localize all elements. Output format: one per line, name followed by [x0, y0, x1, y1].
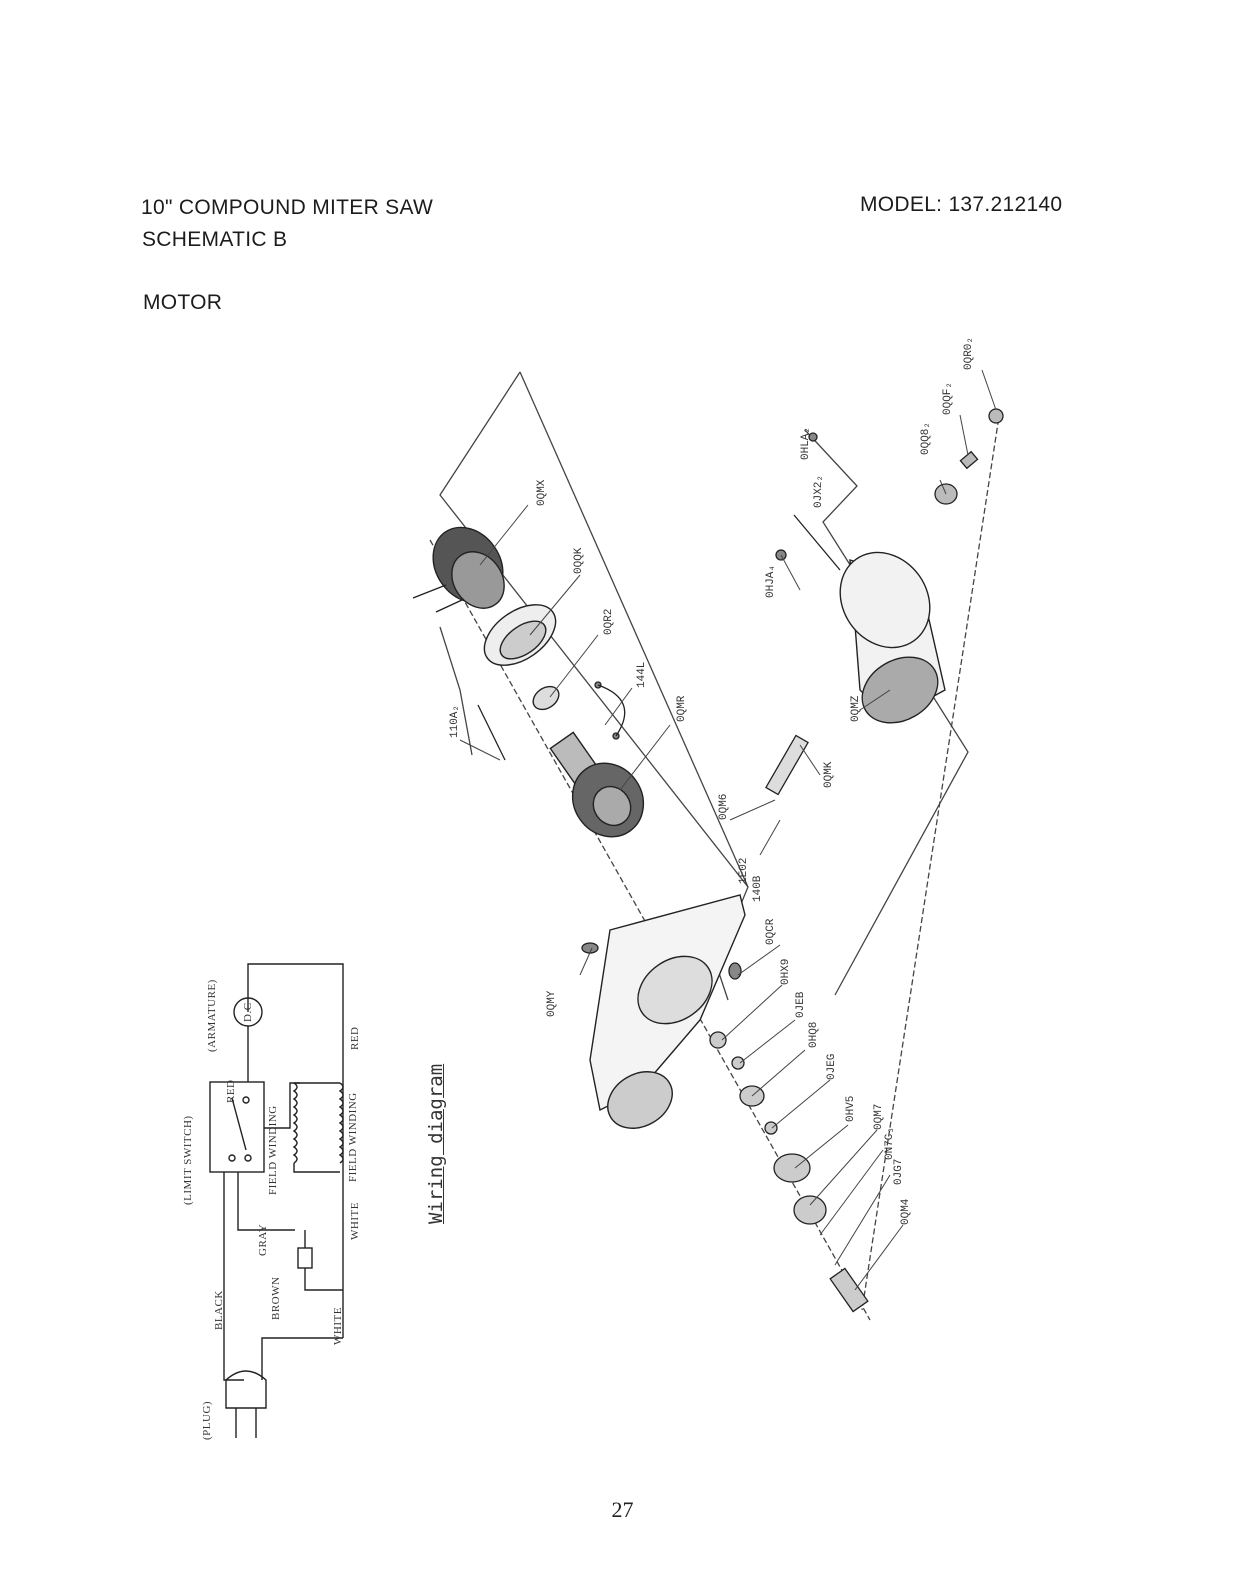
spindle-parts [709, 1031, 869, 1313]
label-white-2: WHITE [332, 1307, 344, 1345]
label-field-winding-1: FIELD WINDING [267, 1105, 279, 1195]
wire-brown [261, 1337, 343, 1380]
motor-housing [839, 551, 946, 724]
label-brown: BROWN [270, 1276, 282, 1320]
label-field-winding-2: FIELD WINDING [347, 1092, 359, 1182]
plug-symbol [225, 1370, 267, 1409]
group-boundary-3 [804, 429, 969, 996]
label-limit-switch: (LIMIT SWITCH) [182, 1115, 194, 1205]
coil-right [338, 1082, 344, 1164]
label-gray: GRAY [257, 1223, 269, 1256]
wire-connector [297, 1247, 313, 1269]
wire-white [304, 1268, 343, 1291]
wire-red-top [247, 963, 344, 1338]
small-hardware [477, 432, 841, 980]
part-leaders [459, 369, 997, 1291]
label-red-right: RED [349, 1026, 361, 1051]
label-plug: (PLUG) [201, 1400, 213, 1440]
label-white-1: WHITE [349, 1202, 361, 1240]
group-boundary-2 [519, 371, 749, 888]
wire-black [223, 1172, 244, 1381]
label-red-switch: RED [225, 1079, 237, 1104]
wire-gray [237, 1172, 295, 1231]
wiring-diagram-title: Wiring diagram [425, 1063, 447, 1224]
page-number: 27 [611, 1497, 634, 1522]
label-armature: (ARMATURE) [206, 979, 218, 1052]
page-title: 10" COMPOUND MITER SAW [141, 196, 434, 219]
group-boundary-4 [439, 626, 473, 756]
brush-holder [483, 604, 557, 666]
limit-switch-box [209, 1081, 265, 1173]
model-number: MODEL: 137.212140 [860, 193, 1063, 216]
section-heading: MOTOR [143, 291, 223, 314]
bearing-0qr2 [532, 685, 560, 711]
schematic-subtitle: SCHEMATIC B [142, 228, 288, 251]
motor-axis [861, 409, 1001, 1311]
label-dc: D.C [242, 1002, 254, 1022]
motor-axis-2 [429, 539, 871, 1321]
label-black: BLACK [213, 1290, 225, 1330]
coil-left [292, 1082, 298, 1164]
armature [549, 731, 645, 838]
gear-housing [589, 894, 746, 1129]
